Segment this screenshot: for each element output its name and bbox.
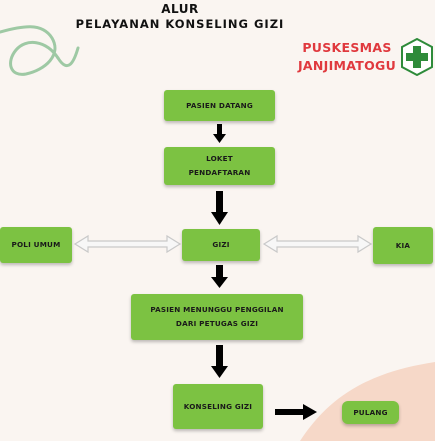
box-konseling-label: KONSELING GIZI bbox=[183, 401, 253, 411]
box-loket-label-line1: LOKET bbox=[206, 154, 233, 164]
brand-name-line2: JANJIMATOGU bbox=[297, 58, 397, 73]
page-subtitle: PELAYANAN KONSELING GIZI bbox=[75, 17, 285, 31]
double-arrow-left bbox=[73, 234, 182, 254]
brand-name-line1: PUSKESMAS bbox=[302, 40, 392, 55]
box-konseling-gizi: KONSELING GIZI bbox=[173, 384, 263, 429]
box-pasien-datang: PASIEN DATANG bbox=[164, 90, 275, 121]
box-gizi-label: GIZI bbox=[212, 240, 230, 250]
box-gizi: GIZI bbox=[182, 229, 260, 261]
box-pasien-menunggu: PASIEN MENUNGGU PENGGILAN DARI PETUGAS G… bbox=[131, 294, 303, 340]
double-arrow-right bbox=[262, 234, 373, 254]
arrow-right-pulang bbox=[275, 404, 317, 420]
box-menunggu-label-line1: PASIEN MENUNGGU PENGGILAN bbox=[150, 305, 284, 315]
box-poli-umum: POLI UMUM bbox=[0, 227, 72, 263]
arrow-down-3 bbox=[211, 265, 228, 288]
decorative-curve bbox=[0, 25, 60, 76]
box-pulang-label: PULANG bbox=[353, 407, 388, 417]
box-pasien-datang-label: PASIEN DATANG bbox=[186, 100, 253, 110]
green-cross-icon bbox=[401, 38, 433, 76]
box-menunggu-label-line2: DARI PETUGAS GIZI bbox=[175, 319, 259, 328]
box-loket-label-line2: PENDAFTARAN bbox=[188, 168, 251, 177]
decorative-curve-tail bbox=[56, 46, 80, 68]
box-poli-umum-label: POLI UMUM bbox=[11, 240, 61, 250]
box-loket-pendaftaran: LOKET PENDAFTARAN bbox=[164, 147, 275, 185]
arrow-down-4 bbox=[211, 345, 228, 378]
box-kia-label: KIA bbox=[395, 240, 411, 250]
page-title: ALUR bbox=[161, 2, 199, 16]
box-pulang: PULANG bbox=[342, 401, 399, 424]
arrow-down-1 bbox=[213, 124, 226, 143]
arrow-down-2 bbox=[211, 191, 228, 225]
box-kia: KIA bbox=[373, 227, 433, 264]
